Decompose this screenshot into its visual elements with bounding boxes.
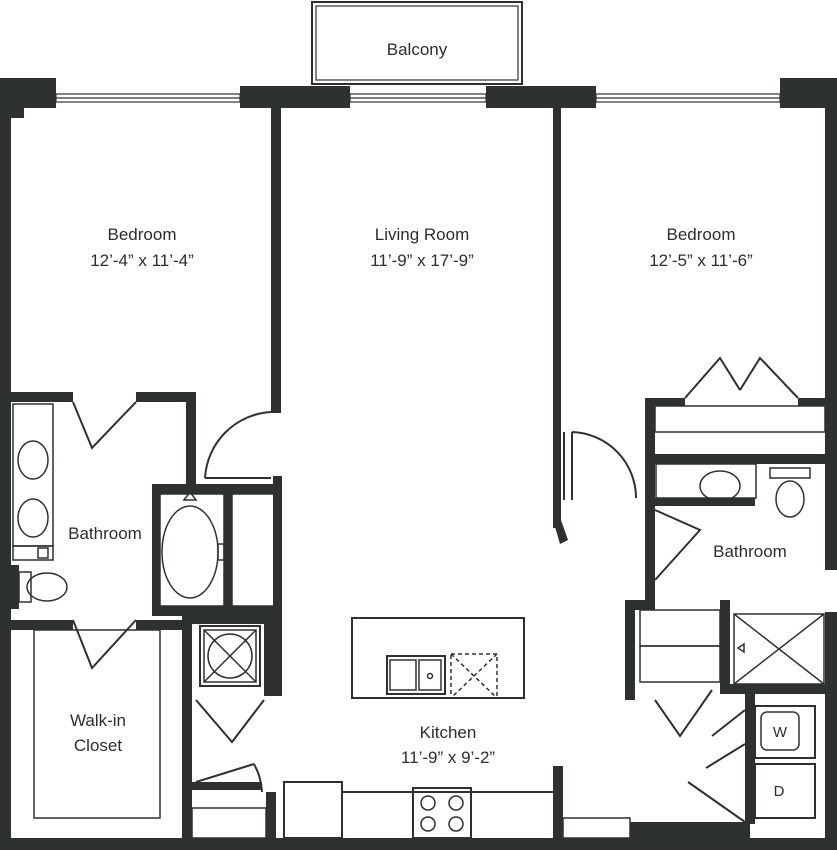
right-bedroom-doors	[563, 356, 826, 823]
laundry	[754, 705, 816, 819]
walk-in-closet-label-line2: Closet	[74, 736, 122, 755]
kitchen-island	[351, 617, 525, 699]
interior-walls	[11, 108, 825, 846]
bathroom-right-label: Bathroom	[713, 542, 787, 561]
left-bath-doors	[72, 401, 272, 670]
bedroom-left-dimensions: 12’-4” x 11’-4”	[90, 251, 194, 270]
balcony-label: Balcony	[387, 40, 448, 59]
walk-in-closet-shelves	[33, 629, 161, 819]
living-room-label: Living Room	[375, 225, 470, 244]
right-bath-fixtures	[639, 463, 825, 685]
pantry	[191, 763, 267, 839]
bedroom-right-dimensions: 12’-5” x 11’-6”	[649, 251, 753, 270]
bathroom-left-label: Bathroom	[68, 524, 142, 543]
washer-label: W	[773, 724, 788, 741]
kitchen-label: Kitchen	[420, 723, 477, 742]
balcony	[311, 1, 523, 85]
exterior-walls	[0, 78, 837, 850]
living-room-dimensions: 11’-9” x 17’-9”	[370, 251, 474, 270]
dryer-label: D	[774, 783, 785, 800]
bedroom-left-label: Bedroom	[108, 225, 177, 244]
kitchen-counter	[283, 781, 631, 839]
left-bath-fixtures	[11, 403, 275, 609]
windows	[55, 93, 781, 103]
kitchen-dimensions: 11’-9” x 9’-2”	[401, 748, 495, 767]
walk-in-closet-label-line1: Walk-in	[70, 711, 126, 730]
hvac-closet	[195, 625, 265, 744]
bedroom-right-label: Bedroom	[667, 225, 736, 244]
